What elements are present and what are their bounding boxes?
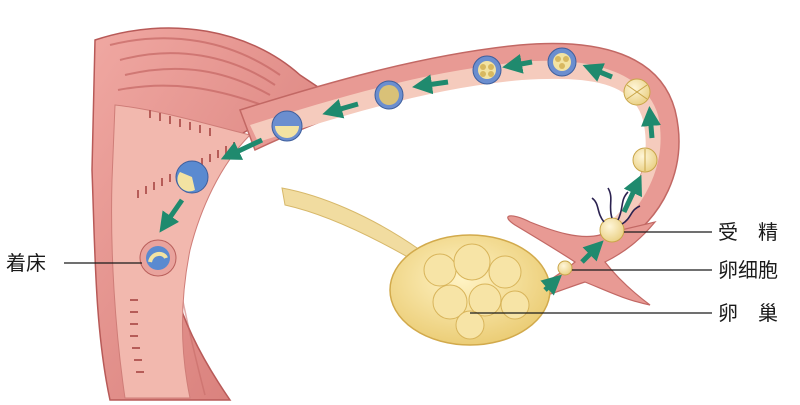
eight-cell-stage bbox=[548, 48, 576, 76]
uterine-lining bbox=[112, 105, 250, 398]
ovary-label: 卵 巢 bbox=[718, 303, 778, 323]
implantation-label: 着床 bbox=[6, 253, 46, 273]
fertilization-label: 受 精 bbox=[718, 222, 778, 242]
egg-cell bbox=[558, 261, 572, 275]
implanted-embryo bbox=[140, 240, 176, 276]
egg-cell-label: 卵细胞 bbox=[718, 260, 778, 280]
blastocyst bbox=[176, 161, 208, 193]
ovary bbox=[390, 235, 550, 345]
blastocyst-early bbox=[272, 111, 302, 141]
four-cell-stage bbox=[624, 79, 650, 105]
two-cell-stage bbox=[633, 148, 657, 172]
sixteen-cell-stage bbox=[473, 56, 501, 84]
morula bbox=[375, 81, 403, 109]
